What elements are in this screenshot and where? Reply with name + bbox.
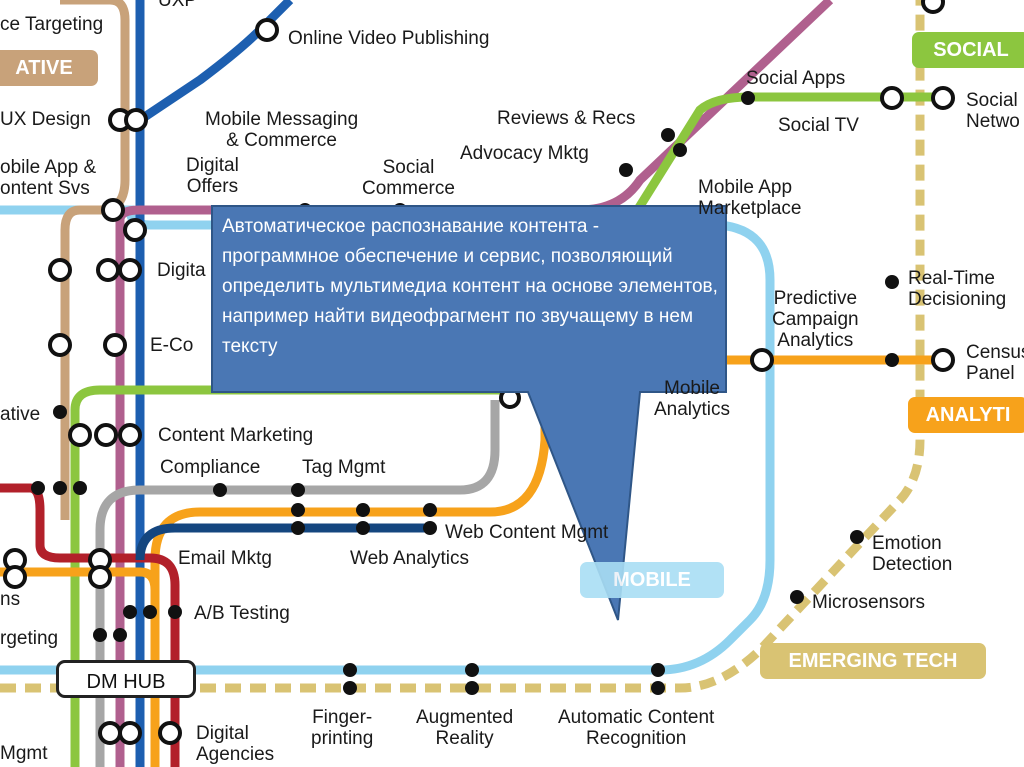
label-automatic-content-recognition: Automatic Content Recognition (558, 707, 715, 749)
label-tag-mgmt: Tag Mgmt (302, 457, 386, 478)
badge-emerging-tech: EMERGING TECH (760, 643, 986, 679)
label-targeting: rgeting (0, 628, 59, 649)
blue-branch (137, 0, 294, 124)
label-web-analytics: Web Analytics (350, 548, 469, 569)
label-content-marketing: Content Marketing (158, 425, 314, 446)
label-ab-testing: A/B Testing (194, 603, 290, 624)
label-social-tv: Social TV (778, 115, 859, 136)
navy-line (135, 523, 430, 561)
label-digital-offers: Digital Offers (186, 155, 239, 197)
label-emotion-detection: Emotion Detection (872, 533, 953, 575)
label-email-mktg: Email Mktg (178, 548, 272, 569)
label-real-time-decisioning: Real-Time Decisioning (908, 268, 1007, 310)
label-creative-side: ative (0, 404, 41, 425)
stations (3, 0, 955, 745)
label-social-network: Social Netwo (966, 90, 1020, 132)
badge-analytics: ANALYTI (908, 397, 1024, 433)
label-predictive-campaign-analytics: Predictive Campaign Analytics (772, 288, 859, 351)
badge-social: SOCIAL (912, 32, 1024, 68)
label-web-content: Web Content Mgmt (445, 522, 609, 543)
label-uxp: UXP (158, 0, 198, 11)
label-reviews-recs: Reviews & Recs (497, 108, 636, 129)
label-online-video-publishing: Online Video Publishing (288, 28, 490, 49)
label-mobile-app-marketplace: Mobile App Marketplace (698, 177, 802, 219)
label-social-apps: Social Apps (746, 68, 846, 89)
label-microsensors: Microsensors (812, 592, 925, 613)
label-augmented-reality: Augmented Reality (416, 707, 514, 749)
label-ns: ns (0, 589, 21, 610)
label-ux-design: UX Design (0, 109, 91, 130)
label-advocacy-mktg: Advocacy Mktg (460, 143, 589, 164)
label-mobile-messaging: Mobile Messaging & Commerce (205, 109, 359, 151)
label-mobile-analytics: Mobile Analytics (654, 378, 731, 420)
label-e-commerce: E-Co (150, 335, 194, 356)
label-fingerprinting: Finger- printing (311, 707, 374, 749)
label-social-commerce: Social Commerce (362, 157, 455, 199)
label-mgmt: Mgmt (0, 743, 48, 764)
label-census-panel: Census Panel (966, 342, 1024, 384)
callout-text: Автоматическое распознавание контента - … (222, 216, 718, 357)
dm-hub: DM HUB (56, 660, 196, 698)
label-compliance: Compliance (160, 457, 261, 478)
label-digital-agencies: Digital Agencies (196, 723, 275, 765)
badge-mobile: MOBILE (580, 562, 724, 598)
label-digital: Digita (157, 260, 206, 281)
label-mobile-app-content: obile App & ontent Svs (0, 157, 97, 199)
badge-creative: ATIVE (0, 50, 98, 86)
label-audience-targeting: ce Targeting (0, 14, 104, 35)
callout-shape (211, 205, 727, 621)
